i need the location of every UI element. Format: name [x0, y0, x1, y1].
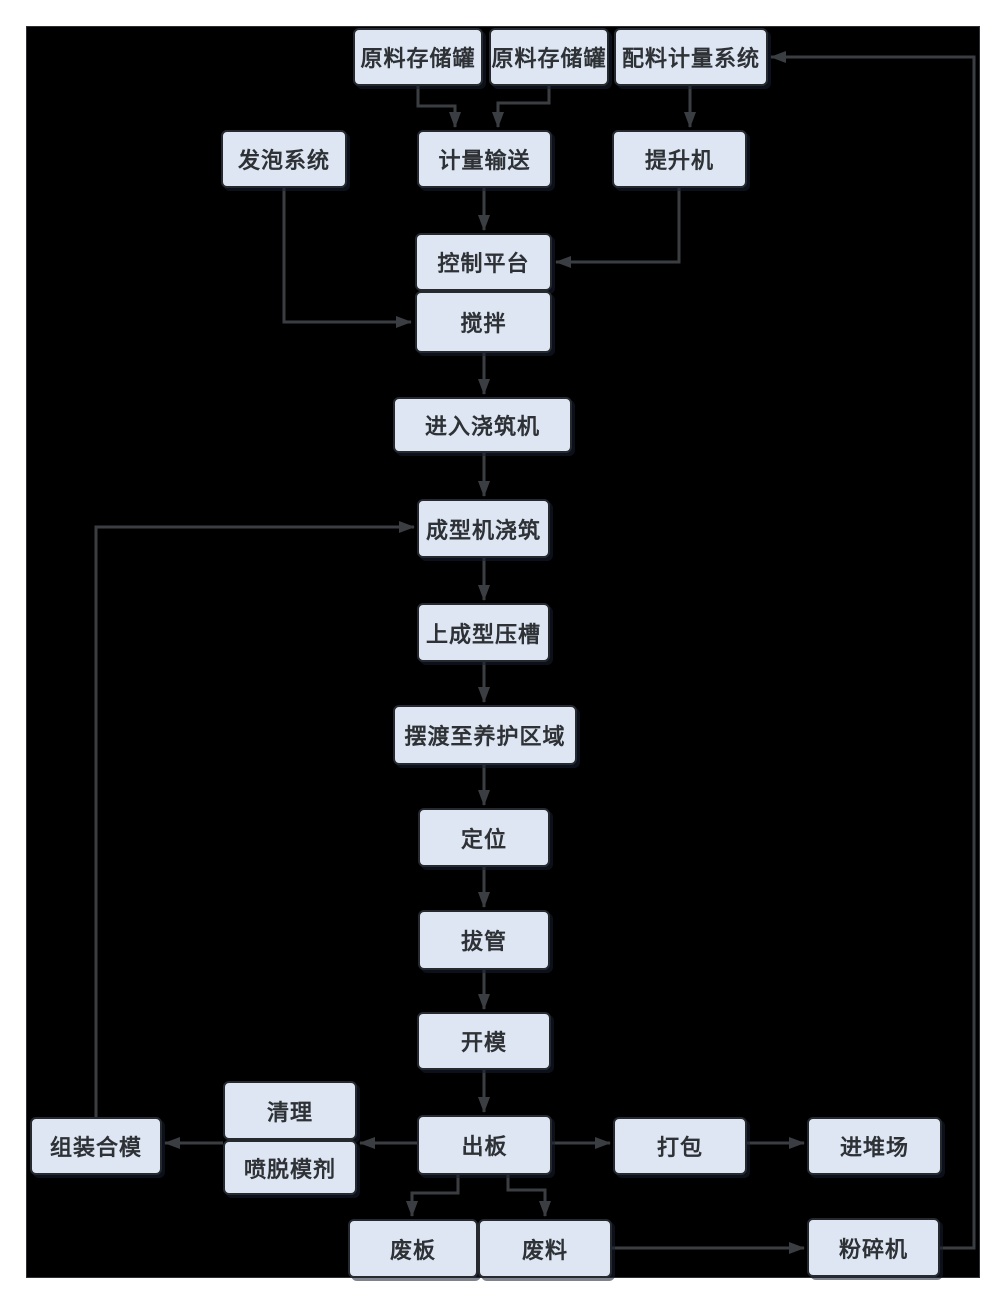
flow-node-label: 废料: [521, 1237, 568, 1263]
connector-crusher-to-batching-system: [770, 51, 976, 1250]
flow-node-mixing: 搅拌: [415, 291, 552, 353]
flow-node-label: 粉碎机: [838, 1236, 908, 1262]
flow-node-label: 计量输送: [438, 148, 531, 173]
flow-node-positioning: 定位: [418, 808, 550, 867]
flow-node-raw-tank-2: 原料存储罐: [489, 28, 609, 86]
flow-node-cleaning: 清理: [223, 1081, 357, 1140]
flow-node-label: 喷脱模剂: [243, 1156, 336, 1182]
flow-node-label: 上成型压槽: [425, 621, 541, 647]
flow-node-board-out: 出板: [417, 1115, 552, 1175]
flow-node-label: 清理: [266, 1099, 313, 1125]
flow-node-label: 控制平台: [437, 251, 530, 276]
flow-node-tube-pulling: 拔管: [418, 910, 550, 970]
flow-node-packing: 打包: [613, 1117, 747, 1175]
flow-node-label: 提升机: [644, 148, 714, 173]
flow-node-waste-board: 废板: [348, 1219, 478, 1278]
flow-node-label: 开模: [460, 1030, 507, 1055]
flow-node-label: 进入浇筑机: [424, 414, 540, 439]
connector-raw-tank-1-to-metering-conveying: [416, 86, 461, 128]
flow-node-label: 成型机浇筑: [425, 517, 541, 543]
connector-raw-tank-2-to-metering-conveying: [492, 86, 551, 128]
connector-hoist-to-control-platform: [555, 188, 681, 268]
flow-node-forming-machine-pouring: 成型机浇筑: [417, 499, 550, 558]
connector-board-out-to-waste-board: [406, 1175, 460, 1217]
flow-node-ferry-to-curing: 摆渡至养护区域: [393, 705, 577, 765]
flow-node-label: 拔管: [460, 929, 507, 954]
flow-node-label: 搅拌: [460, 311, 507, 336]
flow-node-waste-material: 废料: [478, 1219, 612, 1278]
flow-node-label: 原料存储罐: [360, 46, 476, 71]
flow-node-batching-system: 配料计量系统: [614, 28, 768, 86]
flow-node-label: 发泡系统: [237, 148, 330, 173]
flow-node-mold-opening: 开模: [417, 1012, 551, 1070]
flow-node-metering-conveying: 计量输送: [417, 130, 552, 188]
flow-node-label: 配料计量系统: [621, 46, 760, 71]
flow-node-label: 打包: [656, 1135, 703, 1160]
flow-node-control-platform: 控制平台: [415, 233, 552, 291]
flow-node-spray-release-agent: 喷脱模剂: [223, 1140, 357, 1195]
connector-board-out-to-waste-material: [506, 1175, 551, 1217]
flow-node-label: 摆渡至养护区域: [404, 724, 566, 749]
flow-node-crusher: 粉碎机: [807, 1218, 940, 1277]
flow-node-hoist: 提升机: [612, 130, 747, 188]
flow-node-enter-pouring-machine: 进入浇筑机: [393, 397, 572, 453]
flow-node-label: 组装合模: [49, 1135, 142, 1160]
flow-node-raw-tank-1: 原料存储罐: [353, 28, 483, 86]
flow-node-label: 进堆场: [839, 1135, 909, 1160]
connector-assemble-close-mold-to-forming-machine-pouring: [94, 521, 415, 1117]
flow-node-label: 原料存储罐: [491, 46, 607, 71]
flow-node-label: 定位: [460, 826, 507, 852]
flow-node-assemble-close-mold: 组装合模: [30, 1117, 162, 1175]
flow-node-foaming-system: 发泡系统: [221, 130, 347, 188]
connector-foaming-system-to-mixing: [282, 188, 412, 328]
flow-node-label: 废板: [389, 1237, 436, 1263]
connector-group: [94, 51, 976, 1254]
flow-node-forming-groove: 上成型压槽: [417, 603, 550, 662]
flow-node-label: 出板: [461, 1134, 508, 1159]
flow-node-stack-yard: 进堆场: [807, 1117, 942, 1175]
